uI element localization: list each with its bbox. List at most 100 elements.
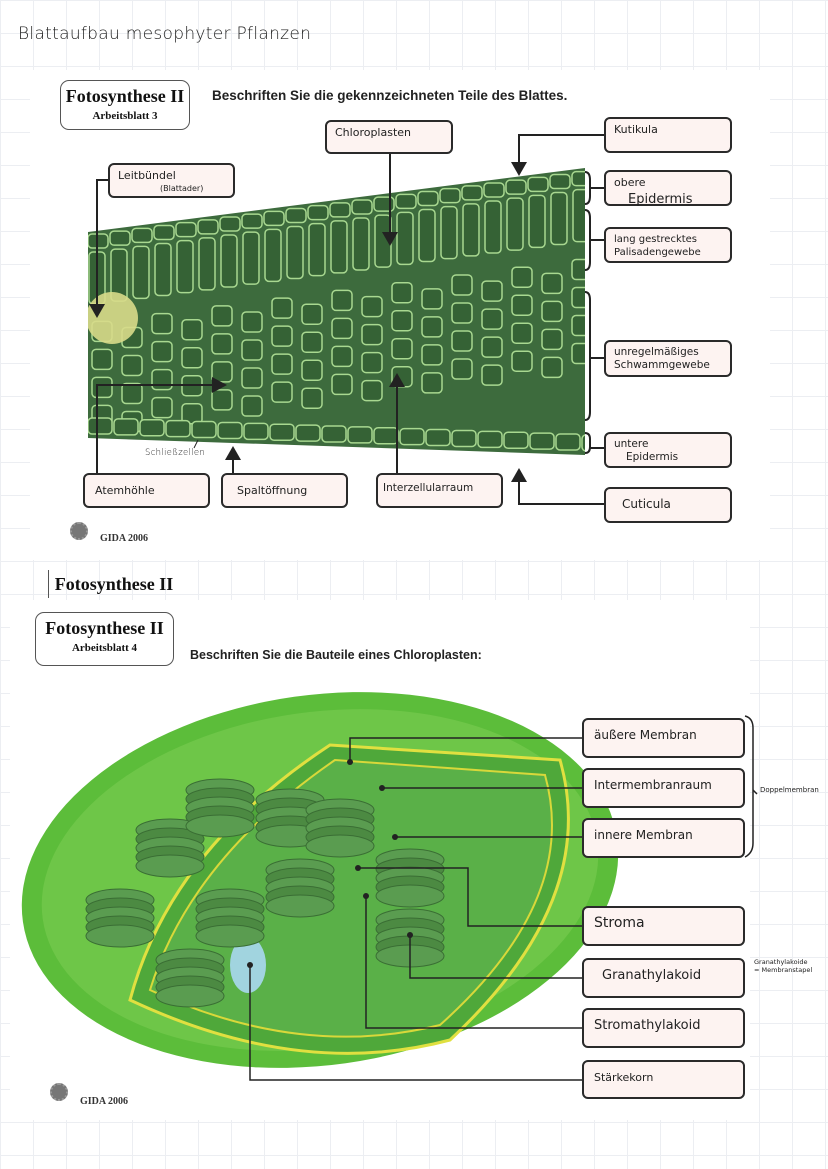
instruction: Beschriften Sie die gekennzeichneten Tei… — [212, 88, 568, 103]
spongy-cell — [451, 302, 473, 324]
spongy-cell — [121, 354, 143, 377]
granum-disc — [135, 854, 205, 878]
label-cuticula[interactable]: Cuticula — [604, 487, 732, 523]
spongy-cell — [451, 274, 473, 296]
palisade-cell — [396, 211, 414, 266]
spongy-cell — [211, 361, 233, 383]
spongy-cell — [421, 372, 443, 394]
spongy-cell — [481, 308, 503, 330]
label-atemhoehle[interactable]: Atemhöhle — [83, 473, 210, 508]
label-chloroplasten[interactable]: Chloroplasten — [325, 120, 453, 154]
spongy-cell — [301, 303, 323, 326]
label-text: lang gestrecktes — [614, 234, 698, 245]
palisade-cell — [484, 200, 502, 254]
palisade-cell — [462, 203, 480, 257]
palisade-cell — [572, 188, 585, 243]
lower-epidermis-cell — [529, 432, 555, 450]
label-text: äußere Membran — [594, 728, 697, 742]
epidermis-cell — [263, 210, 285, 227]
lower-epidermis-cell — [477, 430, 503, 449]
spongy-cell — [541, 300, 563, 323]
spongy-cell — [541, 272, 563, 295]
spongy-cell — [421, 344, 443, 366]
spongy-cell — [361, 379, 383, 402]
lower-epidermis-cell — [269, 423, 295, 441]
palisade-cell — [330, 220, 348, 274]
spongy-cell — [121, 382, 143, 405]
spongy-cell — [301, 359, 323, 382]
worksheet-subtitle: Arbeitsblatt 4 — [71, 642, 138, 654]
palisade-cell — [308, 222, 326, 277]
arrowheads — [89, 162, 527, 482]
granathylakoide-note: Granathylakoide = Membranstapel — [754, 958, 812, 974]
palisade-cell — [264, 228, 282, 283]
label-text: Palisadengewebe — [614, 247, 701, 258]
epidermis-cell — [241, 213, 263, 229]
palisade-cell — [352, 217, 370, 271]
label-text: Intermembranraum — [594, 778, 712, 792]
epidermis-cell — [549, 173, 571, 190]
epidermis-cell — [285, 207, 307, 224]
spongy-cell — [271, 297, 293, 319]
spongy-cell — [361, 323, 383, 346]
label-text: Atemhöhle — [95, 484, 155, 497]
worksheet-header-2: Fotosynthese II Arbeitsblatt 4 — [35, 612, 174, 666]
epidermis-cell — [461, 185, 483, 201]
note-line: = Membranstapel — [754, 966, 813, 974]
label-leitbuendel[interactable]: Leitbündel(Blattader) — [108, 163, 235, 198]
label-stromathylakoid[interactable]: Stromathylakoid — [582, 1008, 745, 1048]
epidermis-cell — [153, 224, 175, 241]
spongy-cell — [421, 288, 443, 310]
spongy-cell — [331, 317, 353, 340]
epidermis-cell — [527, 176, 549, 193]
spongy-cell — [391, 281, 413, 304]
pointer-lines-2 — [249, 715, 758, 1081]
label-text: unregelmäßiges — [614, 346, 699, 358]
label-text: Stromathylakoid — [594, 1018, 701, 1033]
label-stroma[interactable]: Stroma — [582, 906, 745, 946]
label-spaltoeffnung[interactable]: Spaltöffnung — [221, 473, 348, 508]
extra-header-title: Fotosynthese II — [54, 574, 174, 594]
label-obere-epidermis[interactable]: obere Epidermis — [604, 170, 732, 206]
epidermis-cell — [571, 170, 585, 187]
epidermis-cell — [197, 219, 219, 235]
label-kutikula[interactable]: Kutikula — [604, 117, 732, 153]
label-innere-membran[interactable]: innere Membran — [582, 818, 745, 858]
lower-epidermis-cell — [399, 427, 425, 446]
spongy-cell — [451, 358, 473, 380]
spongy-cell — [511, 322, 533, 344]
granum-disc — [265, 894, 335, 918]
spongy-cell — [571, 258, 585, 281]
epidermis-cell — [307, 204, 329, 221]
lower-epidermis-cell — [113, 418, 139, 436]
label-intermembranraum[interactable]: Intermembranraum — [582, 768, 745, 808]
epidermis-cell — [175, 221, 197, 238]
label-text: Epidermis — [628, 192, 693, 207]
epidermis-cell — [351, 199, 373, 215]
label-text: Schwammgewebe — [614, 359, 710, 371]
spongy-cell — [331, 373, 353, 396]
spongy-cell — [571, 342, 585, 365]
granum-disc — [375, 884, 445, 908]
lower-epidermis-cell — [191, 420, 217, 439]
spongy-cell — [301, 331, 323, 354]
spongy-cell — [571, 286, 585, 309]
spongy-cell — [331, 289, 353, 312]
label-granathylakoid[interactable]: Granathylakoid — [582, 958, 745, 998]
label-interzellularraum[interactable]: Interzellularraum — [376, 473, 503, 508]
worksheet-header: Fotosynthese II Arbeitsblatt 3 — [60, 80, 190, 130]
worksheet-title: Fotosynthese II — [45, 618, 164, 638]
lower-epidermis-cell — [581, 434, 585, 452]
palisade-cell — [154, 242, 172, 297]
spongy-cell — [211, 389, 233, 411]
spongy-cell — [151, 340, 173, 363]
spongy-cell — [211, 333, 233, 355]
label-aeussere-membran[interactable]: äußere Membran — [582, 718, 745, 758]
leaf-cross-section — [88, 134, 604, 505]
label-staerkekorn[interactable]: Stärkekorn — [582, 1060, 745, 1099]
spongy-cell — [541, 356, 563, 379]
